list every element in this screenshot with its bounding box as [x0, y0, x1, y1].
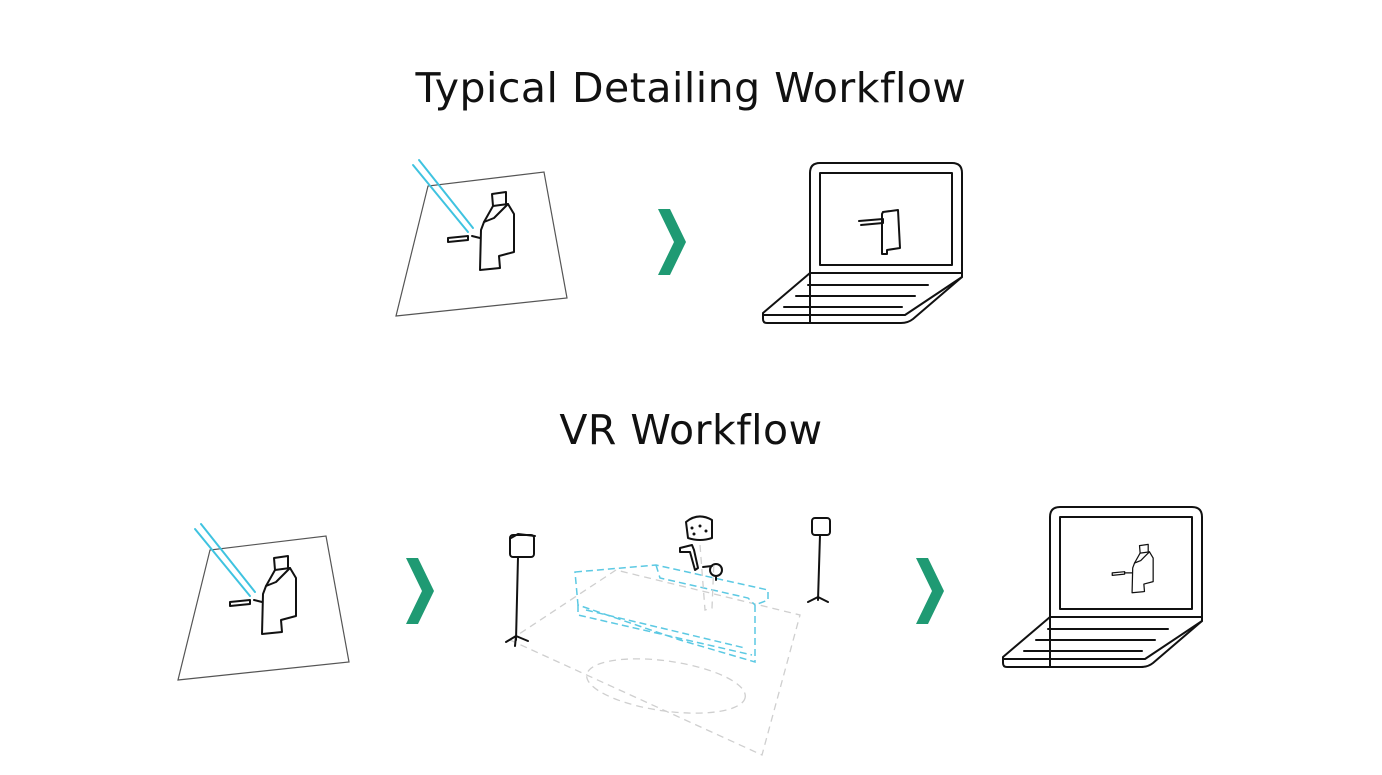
chevron-right-icon — [916, 558, 944, 624]
laptop-icon — [1002, 506, 1203, 668]
vr-room-setup-icon — [505, 515, 831, 756]
laptop-icon — [762, 162, 963, 324]
typical-workflow-title: Typical Detailing Workflow — [415, 64, 967, 112]
chevron-right-icon — [406, 558, 434, 624]
sketch-on-paper-icon — [395, 159, 568, 317]
sketch-on-paper-icon — [177, 523, 350, 681]
vr-workflow-title: VR Workflow — [559, 406, 823, 454]
chevron-right-icon — [658, 209, 686, 275]
